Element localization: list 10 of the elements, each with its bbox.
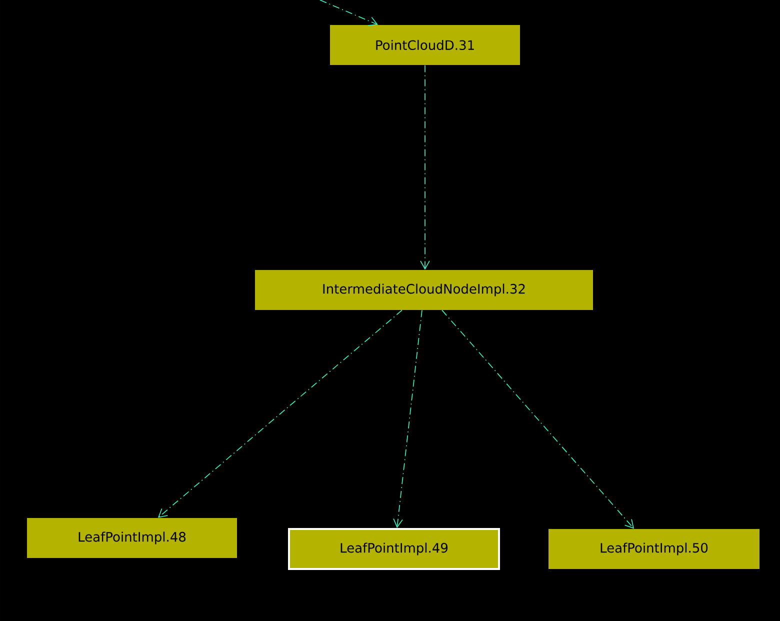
process-box: PointCloudD.31	[330, 25, 520, 65]
arrow	[420, 64, 430, 270]
arrow	[442, 310, 634, 529]
arrow	[393, 310, 422, 528]
arrow	[158, 310, 402, 518]
process-box: LeafPointImpl.49	[288, 528, 500, 570]
process-box: IntermediateCloudNodeImpl.32	[255, 270, 593, 310]
process-box: LeafPointImpl.50	[548, 528, 760, 569]
arrow	[320, 0, 378, 26]
process-box: LeafPointImpl.48	[27, 518, 237, 558]
